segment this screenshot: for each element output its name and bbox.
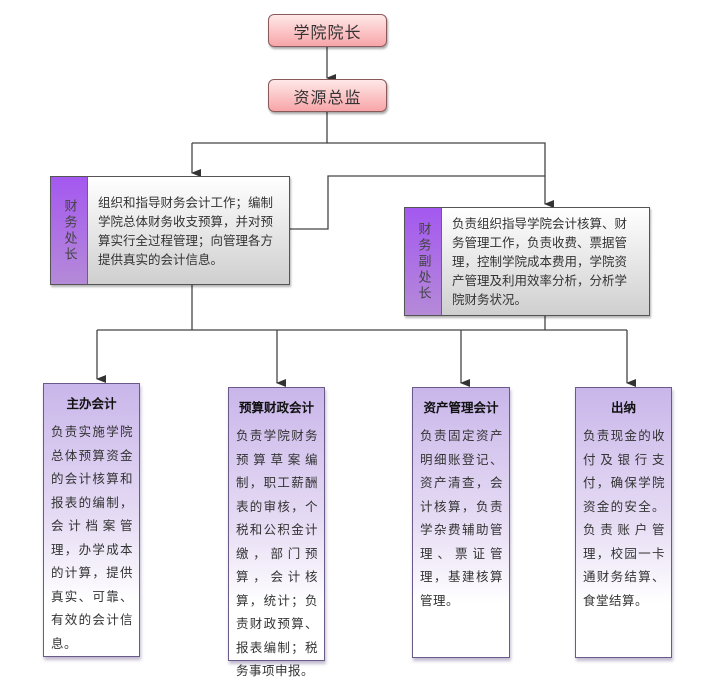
- unit-chief-accountant: 主办会计 负责实施学院总体预算资金的会计核算和报表的编制，会计档案管理，办学成本…: [43, 383, 140, 657]
- unit-description: 负责实施学院总体预算资金的会计核算和报表的编制，会计档案管理，办学成本的计算，提…: [51, 424, 133, 651]
- node-finance-head: 财务处长 组织和指导财务会计工作；编制学院总体财务收支预算，并对预算实行全过程管…: [50, 176, 290, 285]
- node-dean: 学院院长: [268, 14, 387, 47]
- node-director: 资源总监: [268, 79, 387, 112]
- unit-asset-accountant: 资产管理会计 负责固定资产明细账登记、资产清查，会计核算，负责学杂费辅助管理、票…: [412, 387, 510, 658]
- unit-description: 负责现金的收付及银行支付，确保学院资金的安全。负责账户管理，校园一卡通财务结算、…: [583, 428, 665, 608]
- unit-description: 负责学院财务预算草案编制，职工薪酬表的审核，个税和公积金计缴，部门预算，会计核算…: [236, 428, 318, 678]
- node-director-label: 资源总监: [293, 87, 362, 107]
- finance-deputy-role: 财务副处长: [405, 208, 442, 315]
- finance-head-description: 组织和指导财务会计工作；编制学院总体财务收支预算，并对预算实行全过程管理；向管理…: [98, 194, 274, 267]
- unit-description: 负责固定资产明细账登记、资产清查，会计核算，负责学杂费辅助管理、票证管理，基建核…: [420, 428, 503, 608]
- node-finance-deputy: 财务副处长 负责组织指导学院会计核算、财务管理工作，负责收费、票据管理，控制学院…: [404, 207, 650, 316]
- unit-title: 资产管理会计: [423, 400, 499, 415]
- unit-cashier: 出纳 负责现金的收付及银行支付，确保学院资金的安全。负责账户管理，校园一卡通财务…: [575, 387, 672, 658]
- unit-title: 主办会计: [66, 396, 117, 411]
- link-director-split: [192, 110, 328, 144]
- node-dean-label: 学院院长: [293, 22, 362, 42]
- unit-budget-accountant: 预算财政会计 负责学院财务预算草案编制，职工薪酬表的审核，个税和公积金计缴，部门…: [228, 387, 325, 678]
- finance-head-role: 财务处长: [51, 177, 88, 284]
- unit-title: 出纳: [610, 400, 636, 415]
- link-to-finance-deputy: [327, 142, 554, 208]
- link-head-deputy: [289, 175, 545, 230]
- unit-title: 预算财政会计: [238, 400, 314, 415]
- finance-deputy-description: 负责组织指导学院会计核算、财务管理工作，负责收费、票据管理，控制学院成本费用，学…: [452, 216, 628, 307]
